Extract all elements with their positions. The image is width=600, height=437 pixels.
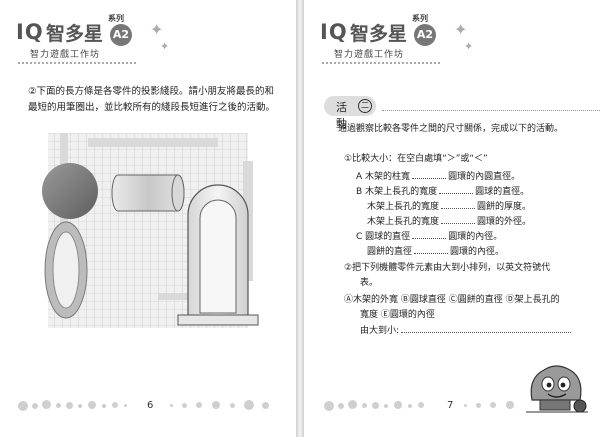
projection-diagram — [42, 133, 259, 328]
left-page: IQ 智多星 系列 A2 智力遊戲工作坊 ✦ ✦ ②下面的長方條是各零件的投影綫… — [0, 0, 296, 437]
question-1: ①比較大小：在空白處填“＞”或“＜” — [344, 154, 488, 164]
instruction-text: ②下面的長方條是各零件的投影綫段。請小朋友將最長的和最短的用筆圈出，並比較所有的… — [28, 86, 276, 113]
star-icon: ✦ — [454, 20, 468, 39]
page-number: 7 — [447, 400, 454, 411]
options-line-1: Ⓐ木架的外寬 Ⓑ圓球直徑 Ⓒ圓餅的直徑 Ⓓ架上長孔的 — [344, 295, 560, 305]
question-2-line-1: ②把下列機體零件元素由大到小排列，以英文符號代 — [344, 263, 551, 273]
bottom-decoration — [18, 399, 158, 411]
logo-badge: A2 — [414, 24, 436, 46]
logo-dots — [18, 62, 136, 66]
logo-title: 智多星 — [46, 23, 104, 45]
intro-text: 通過觀察比較各零件之間的尺寸關係，完成以下的活動。 — [338, 124, 564, 134]
series-logo: IQ 智多星 系列 A2 智力遊戲工作坊 — [314, 14, 444, 68]
book-gutter — [296, 0, 304, 437]
row-c2: 圓餅的直徑圓環的內徑。 — [367, 245, 505, 257]
options-line-2: 寬度 Ⓔ圓環的內徑 — [360, 310, 435, 320]
bottom-decoration — [324, 399, 444, 411]
answer-blank[interactable] — [441, 215, 476, 224]
answer-blank[interactable] — [414, 245, 449, 254]
logo-subtitle: 智力遊戲工作坊 — [30, 50, 101, 60]
logo-iq: IQ — [16, 20, 44, 44]
answer-blank[interactable] — [439, 185, 474, 194]
ring-hole — [52, 231, 80, 309]
activity-label: 活動 — [336, 101, 347, 130]
logo-title: 智多星 — [350, 23, 408, 45]
question-2-line-2: 表。 — [360, 278, 379, 288]
mascot-illustration — [526, 365, 588, 413]
row-b2: 木架上長孔的寬度圓餅的厚度。 — [367, 200, 532, 212]
mascot-body — [530, 365, 582, 401]
logo-series: 系列 — [412, 14, 428, 23]
logo-dots — [322, 62, 440, 66]
logo-iq: IQ — [320, 20, 348, 44]
right-page: IQ 智多星 系列 A2 智力遊戲工作坊 ✦ ✦ 活動 二 通過觀察比較各零件之… — [304, 0, 600, 437]
row-c1: C 圓球的直徑圓環的內徑。 — [356, 230, 503, 242]
mascot-ball — [573, 399, 587, 413]
row-b1: B 木架上長孔的寬度圓球的直徑。 — [356, 185, 530, 197]
answer-blank[interactable] — [412, 230, 447, 239]
logo-subtitle: 智力遊戲工作坊 — [334, 50, 405, 60]
bottom-decoration — [464, 399, 520, 411]
disc-face — [171, 174, 185, 212]
page-number: 6 — [147, 400, 154, 411]
row-a: A 木架的柱寬圓環的內圓直徑。 — [356, 170, 521, 182]
bottom-decoration — [170, 399, 280, 411]
answer-blank[interactable] — [412, 170, 447, 179]
mascot-base — [539, 399, 571, 411]
sphere-shape — [42, 163, 98, 219]
star-icon: ✦ — [464, 40, 474, 53]
answer-blank[interactable] — [441, 200, 476, 209]
logo-series: 系列 — [108, 14, 124, 23]
star-icon: ✦ — [150, 20, 164, 39]
answer-row: 由大到小: — [360, 324, 573, 338]
frame-slot — [199, 199, 237, 314]
answer-blank[interactable] — [401, 324, 572, 333]
frame-base — [177, 314, 259, 326]
star-icon: ✦ — [160, 40, 170, 53]
activity-number: 二 — [358, 99, 372, 113]
logo-badge: A2 — [110, 24, 132, 46]
row-b3: 木架上長孔的寬度圓環的外徑。 — [367, 215, 532, 227]
projection-strip — [88, 138, 218, 147]
series-logo: IQ 智多星 系列 A2 智力遊戲工作坊 — [10, 14, 140, 68]
